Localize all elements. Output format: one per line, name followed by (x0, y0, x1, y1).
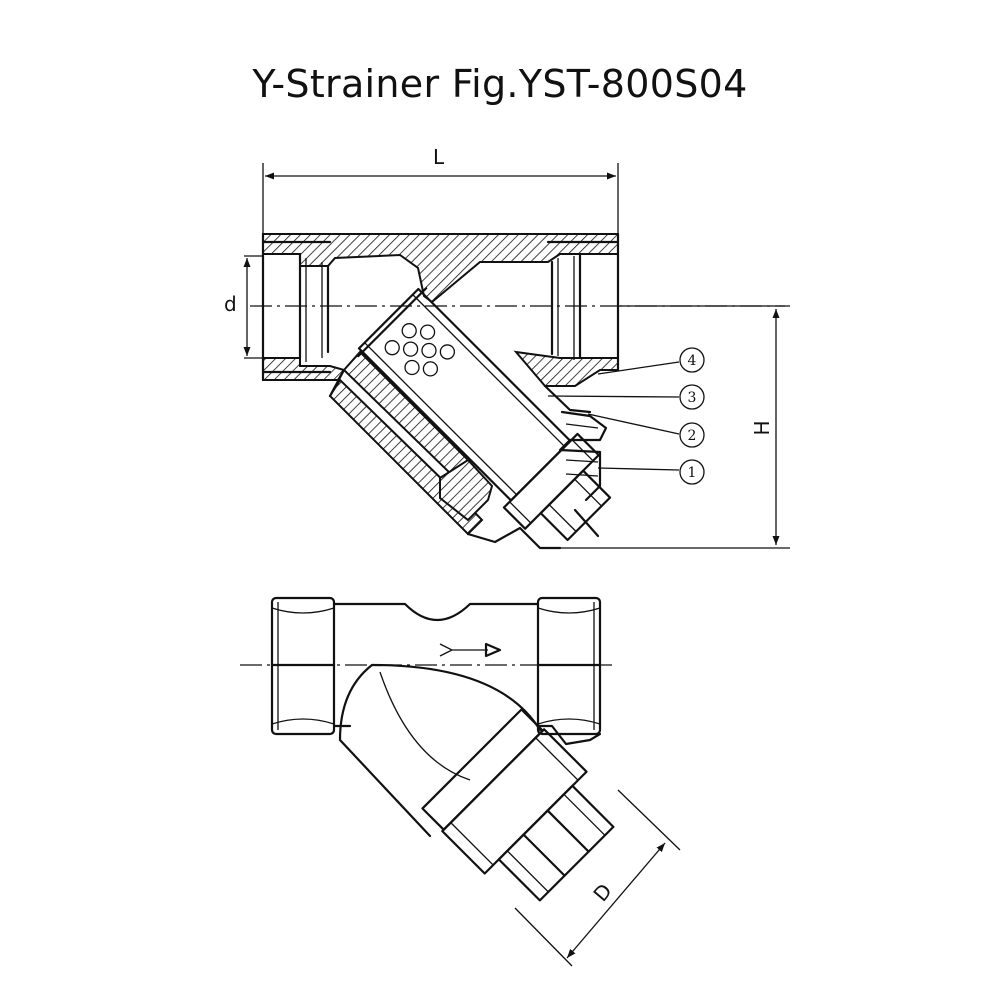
dimension-h: H (545, 305, 790, 549)
callout-4: 4 (679, 347, 705, 373)
exterior-view: D (240, 596, 681, 967)
section-view: L d H (224, 145, 790, 550)
callout-2: 2 (679, 422, 705, 448)
callout-3: 3 (679, 384, 705, 410)
right-hex-end (536, 596, 602, 736)
dimension-label-d: d (224, 292, 237, 316)
dimension-d: d (224, 255, 264, 359)
dimension-l: L (262, 145, 619, 240)
dimension-cap-d: D (514, 789, 681, 967)
callout-label: 3 (688, 390, 697, 406)
dimension-label-cap-d: D (588, 879, 616, 906)
drawing-title: Y-Strainer Fig.YST-800S04 (252, 62, 748, 106)
callout-label: 1 (688, 465, 697, 481)
callout-leaders (547, 361, 680, 471)
callout-label: 2 (688, 428, 697, 444)
dimension-label-l: L (433, 145, 445, 169)
callout-label: 4 (688, 353, 697, 369)
left-hex-end (270, 596, 336, 736)
flow-arrow-icon (439, 642, 502, 658)
dimension-label-h: H (750, 420, 774, 435)
callout-1: 1 (679, 459, 705, 485)
